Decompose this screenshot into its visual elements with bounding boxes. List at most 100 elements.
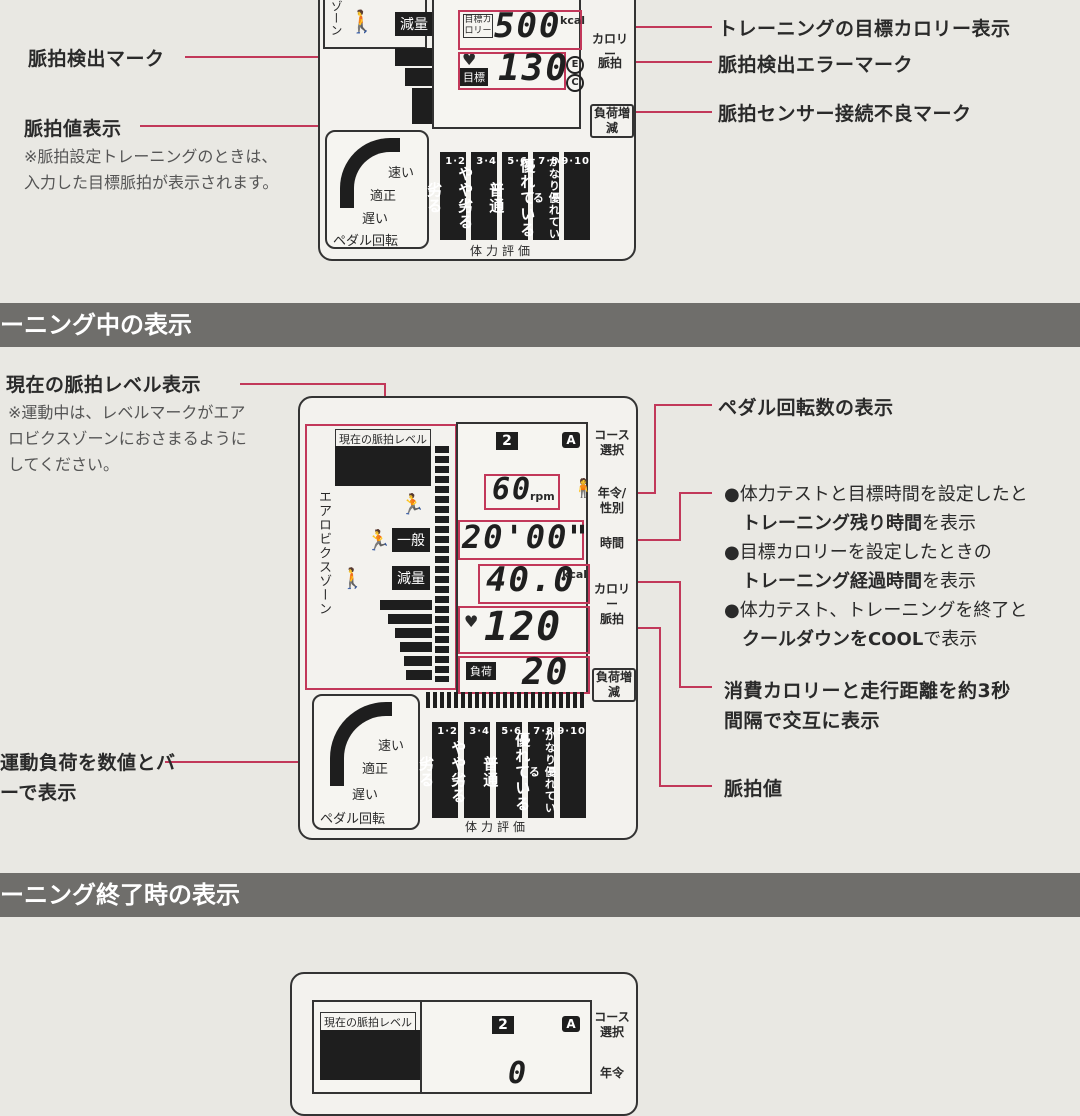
section2-band: ーニング中の表示 xyxy=(0,303,1080,347)
heart-icon: ♥ xyxy=(462,50,477,69)
pedal-slow: 遅い xyxy=(352,788,379,803)
pedal-fast: 速い xyxy=(388,166,415,181)
label-pulse-mark: 脈拍検出マーク xyxy=(28,48,165,70)
calorie-value: 40.0 xyxy=(486,560,576,600)
calorie-side: カロリー xyxy=(593,582,630,611)
error-e-icon: E xyxy=(566,56,584,74)
center-display xyxy=(420,1000,592,1094)
label-calorie-distance: 消費カロリーと走行距離を約3秒間隔で交互に表示 xyxy=(724,680,1011,732)
level-meter xyxy=(435,446,449,682)
reduce-label: 減量 xyxy=(395,12,433,36)
level-step xyxy=(388,614,432,624)
level-step xyxy=(404,656,432,666)
pulse-highlight xyxy=(458,52,566,90)
value-display: 0 xyxy=(508,1056,529,1091)
section3-band: ーニング終了時の表示 xyxy=(0,873,1080,917)
load-value: 20 xyxy=(522,652,570,693)
label-pulse-error: 脈拍検出エラーマーク xyxy=(718,54,914,76)
pedal-slow: 遅い xyxy=(362,212,389,227)
label-pulse-value-2: 脈拍値 xyxy=(724,778,783,800)
load-side: 負荷増減 xyxy=(592,668,636,702)
course-number: 2 xyxy=(496,432,518,450)
walk-icon: 🚶 xyxy=(348,10,376,35)
time-side: 時間 xyxy=(599,536,624,550)
time-note: トレーニング残り時間を表示 xyxy=(742,513,976,534)
level-step xyxy=(380,600,432,610)
pulse-side: 脈拍 xyxy=(597,56,622,70)
kcal-unit: kcal xyxy=(560,14,586,27)
level-step xyxy=(406,670,432,680)
calorie-side: カロリー xyxy=(591,32,628,61)
course-letter: A xyxy=(562,1016,580,1032)
level-step xyxy=(405,68,435,86)
course-side: コース選択 xyxy=(594,1010,630,1039)
general-label: 一般 xyxy=(392,528,430,552)
level-step xyxy=(395,48,435,66)
walk-icon: 🚶 xyxy=(340,566,365,590)
heart-icon: ♥ xyxy=(464,612,479,631)
pedal-proper: 適正 xyxy=(370,189,397,204)
label-target-calorie: トレーニングの目標カロリー表示 xyxy=(718,18,1011,40)
zone-label: ゾーン xyxy=(329,0,343,36)
person-icon: 🧍 xyxy=(572,478,595,499)
pedal-title: ペダル回転 xyxy=(333,234,399,249)
course-letter: A xyxy=(562,432,580,448)
target-calorie-tag: 目標カロリー xyxy=(463,14,493,38)
pulse-highlight xyxy=(458,606,590,654)
level-note: ※運動中は、レベルマークがエアロビクスゾーンにおさまるようにしてください。 xyxy=(8,403,247,474)
label-pulse-value: 脈拍値表示 xyxy=(24,118,122,140)
rpm-unit: rpm xyxy=(530,490,555,503)
time-note: ●体力テスト、トレーニングを終了と xyxy=(724,600,1028,621)
target-calorie-value: 500 xyxy=(494,6,562,46)
pedal-fast: 速い xyxy=(378,739,405,754)
time-note: クールダウンをCOOLで表示 xyxy=(742,629,978,650)
rpm-value: 60 xyxy=(492,472,533,507)
aerobic-zone-label: エアロビクスゾーン xyxy=(316,490,331,616)
level-top-block xyxy=(335,446,431,486)
time-note: トレーニング経過時間を表示 xyxy=(742,571,976,592)
rpm-highlight xyxy=(484,474,560,510)
label-sensor-error: 脈拍センサー接続不良マーク xyxy=(718,103,972,125)
level-step xyxy=(400,642,432,652)
load-bar xyxy=(426,692,584,708)
sensor-c-icon: C xyxy=(566,74,584,92)
time-value: 20'00" xyxy=(462,518,590,556)
calorie-highlight xyxy=(458,10,582,50)
level-step xyxy=(412,88,435,124)
level-step xyxy=(395,628,432,638)
target-pulse-value: 130 xyxy=(498,48,570,89)
fitness-title: 体力評価 xyxy=(465,820,530,834)
jog-icon: 🏃 xyxy=(366,528,391,552)
load-side: 負荷増減 xyxy=(590,104,634,138)
kcal-unit: kcal xyxy=(562,568,588,581)
calorie-highlight xyxy=(478,564,590,604)
course-number: 2 xyxy=(492,1016,514,1034)
pulse-side: 脈拍 xyxy=(599,612,624,626)
pedal-title: ペダル回転 xyxy=(320,812,386,827)
pulse-value: 120 xyxy=(484,604,563,650)
time-highlight xyxy=(458,520,584,560)
label-load: 運動負荷を数値とバーで表示 xyxy=(0,752,176,804)
pulse-level-tag: 現在の脈拍レベル xyxy=(320,1012,416,1032)
load-tag: 負荷 xyxy=(466,662,496,680)
course-side: コース選択 xyxy=(594,428,630,457)
pedal-proper: 適正 xyxy=(362,762,389,777)
age-side: 年令 xyxy=(599,1066,624,1080)
fitness-title: 体力評価 xyxy=(470,244,535,258)
pulse-note: ※脈拍設定トレーニングのときは、入力した目標脈拍が表示されます。 xyxy=(24,147,279,192)
time-note: ●目標カロリーを設定したときの xyxy=(724,542,992,563)
target-tag: 目標 xyxy=(460,68,488,86)
reduce-label: 減量 xyxy=(392,566,430,590)
time-note: ●体力テストと目標時間を設定したと xyxy=(724,484,1028,505)
level-top-block xyxy=(320,1030,426,1080)
